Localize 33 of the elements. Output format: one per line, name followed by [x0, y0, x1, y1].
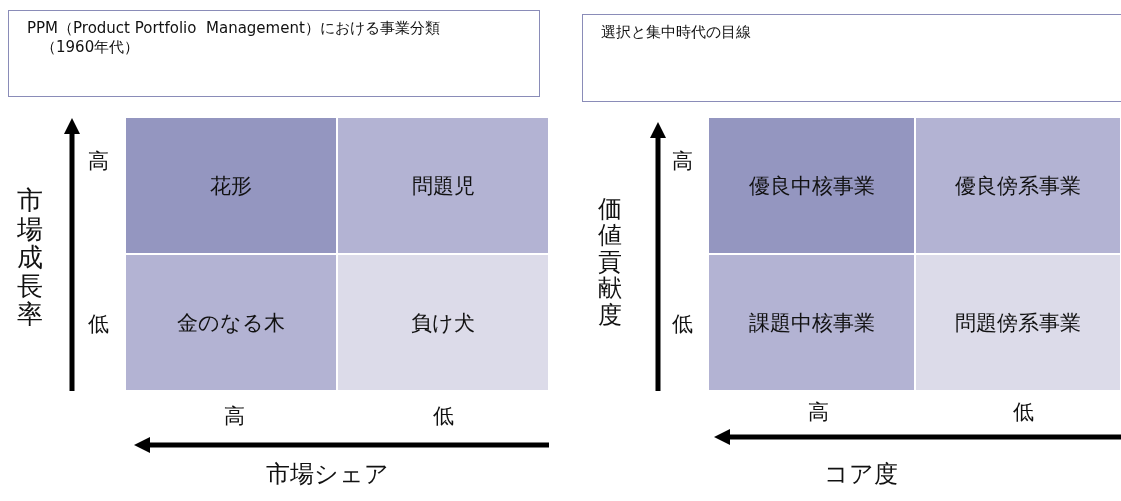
- matrix-cell: [915, 254, 1121, 391]
- matrix-cell: [125, 254, 337, 391]
- matrix-cell: [915, 117, 1121, 254]
- axis-level-label: 低: [88, 311, 109, 338]
- quadrant-label: 問題傍系事業: [955, 309, 1081, 337]
- title-box: [582, 14, 1121, 102]
- axis-level-label: 高: [808, 399, 829, 426]
- axis-level-label: 高: [88, 148, 109, 175]
- matrix-cell: [337, 117, 549, 254]
- title-text: PPM（Product Portfolio Management）における事業分類: [27, 19, 441, 38]
- axis-title: 価値貢献度: [598, 196, 622, 328]
- axis-level-label: 低: [672, 311, 693, 338]
- quadrant-label: 花形: [210, 172, 252, 200]
- axis-level-label: 高: [224, 403, 245, 430]
- title-text: 選択と集中時代の目線: [601, 23, 752, 42]
- matrix-cell: [708, 254, 915, 391]
- axis-level-label: 低: [1013, 399, 1034, 426]
- title-text: （1960年代）: [40, 38, 141, 57]
- matrix-cell: [708, 117, 915, 254]
- quadrant-label: 課題中核事業: [748, 309, 875, 337]
- axis-level-label: 高: [672, 148, 693, 175]
- quadrant-label: 優良傍系事業: [955, 172, 1081, 200]
- quadrant-label: 優良中核事業: [748, 172, 875, 200]
- axis-title: 市場成長率: [17, 186, 43, 329]
- matrix-cell: [125, 117, 337, 254]
- axis-title: 市場シェア: [266, 459, 389, 490]
- quadrant-label: 金のなる木: [177, 309, 285, 337]
- axis-title: コア度: [824, 459, 898, 490]
- quadrant-label: 負け犬: [411, 309, 475, 337]
- quadrant-label: 問題児: [411, 172, 475, 200]
- axis-level-label: 低: [433, 403, 454, 430]
- matrix-cell: [337, 254, 549, 391]
- title-box: [8, 10, 540, 97]
